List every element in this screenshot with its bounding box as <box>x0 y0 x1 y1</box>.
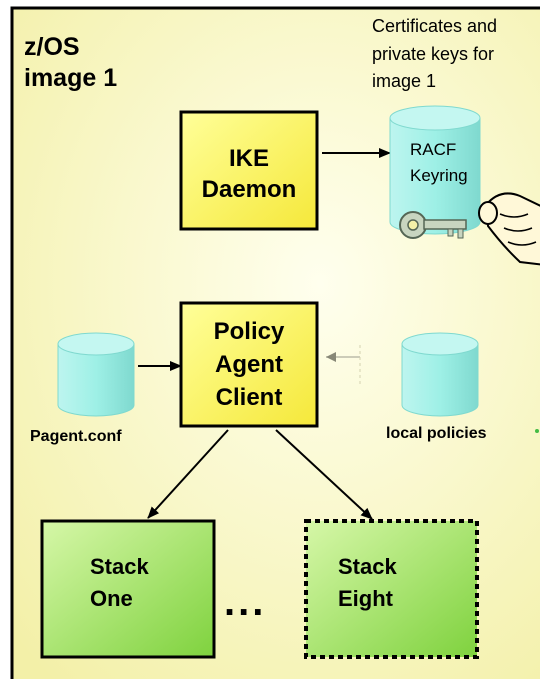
pagent-conf-label: Pagent.conf <box>30 428 122 445</box>
key-icon <box>399 211 467 239</box>
stack-one-box[interactable]: Stack One <box>40 519 216 659</box>
local-policies-cylinder[interactable] <box>401 332 479 417</box>
green-dot <box>535 429 539 433</box>
racf-label-line1: RACF <box>410 140 456 159</box>
image-title: z/OS <box>24 33 80 61</box>
policy-agent-line3: Client <box>216 384 283 411</box>
local-policies-label: local policies <box>386 425 487 442</box>
ike-label-line2: Daemon <box>202 176 297 203</box>
stack-one-line1: Stack <box>90 554 149 579</box>
certificate-scroll-icon <box>478 192 540 266</box>
image-subtitle: image 1 <box>24 64 117 92</box>
cert-note-line2: private keys for <box>372 44 494 64</box>
arrow-agent-to-stack-one <box>147 429 229 519</box>
ike-label-line1: IKE <box>229 145 269 172</box>
policy-agent-line1: Policy <box>214 318 285 345</box>
stack-one-line2: One <box>90 586 133 611</box>
policy-agent-client-box[interactable]: Policy Agent Client <box>179 301 319 428</box>
arrow-agent-to-stack-eight <box>275 429 373 520</box>
policy-agent-line2: Agent <box>215 351 283 378</box>
ellipsis: ... <box>224 580 266 624</box>
stack-eight-line2: Eight <box>338 586 394 611</box>
stack-eight-line1: Stack <box>338 554 397 579</box>
cert-note-line1: Certificates and <box>372 16 497 36</box>
arrow-local-to-agent-head <box>326 352 336 362</box>
racf-keyring-cylinder[interactable]: RACF Keyring <box>389 105 481 235</box>
racf-label-line2: Keyring <box>410 166 468 185</box>
cert-note-line3: image 1 <box>372 71 436 91</box>
stack-eight-box[interactable]: Stack Eight <box>304 519 479 659</box>
pagent-conf-cylinder[interactable] <box>57 332 135 417</box>
ike-daemon-box[interactable]: IKE Daemon <box>179 110 319 231</box>
